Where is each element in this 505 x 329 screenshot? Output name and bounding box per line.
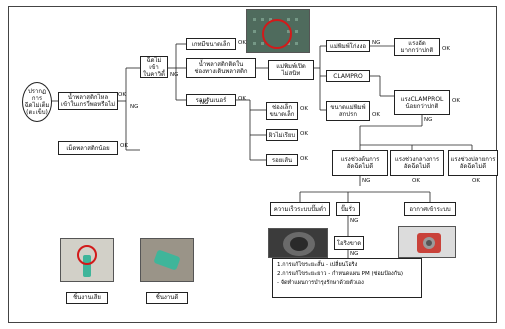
node-oil-seal: โอริงขาด <box>334 236 364 250</box>
edge-label-ng: NG <box>200 100 209 106</box>
good-part-photo <box>140 238 194 282</box>
node-hole-small: ช่องเล็ก ขนาดเล็ก <box>266 102 298 120</box>
edge-label-ok: OK <box>238 96 246 102</box>
mold-photo-image <box>247 10 309 52</box>
note-line: 2.การแก้ไขระยะยาว - กำหนดแผน PM (ซ่อมป้อ… <box>277 271 403 277</box>
good-part-image <box>141 239 193 281</box>
node-check-pump: ความเร็วระบบปั๊มต่ำ <box>270 202 330 216</box>
node-plastic-less: เม็ดพลาสติกน้อย <box>58 141 118 155</box>
pump-photo-image <box>269 229 327 257</box>
node-force-a: แรงช่วงต้นการ อัดฉีดไม่ดี <box>332 150 388 176</box>
bad-part-photo <box>60 238 114 282</box>
note-line: - จัดทำแผนการบำรุงรักษาด้วยตัวเอง <box>277 280 364 286</box>
edge-label-ok: OK <box>120 143 128 149</box>
edge-label-ok: OK <box>300 156 308 162</box>
node-air-vent: ผิวไม่เรียบ <box>266 129 298 141</box>
node-runner-clog: รอยรันเนอร์ <box>186 94 236 106</box>
edge-label-ok: OK <box>300 106 308 112</box>
node-clamp-low: แรงCLAMPROL น้อยกว่าปกติ <box>394 90 450 115</box>
node-clamp-tight: แรงอัด มากกว่าปกติ <box>394 38 440 56</box>
start-node: ปรากฏการ ฉีดไม่เต็ม (ตะเข็บ) <box>22 82 52 122</box>
node-plastic-enough: น้ำพลาสติกไหล เข้าในเกรวี่พอหรือไม่ <box>58 92 118 110</box>
edge-label-ok: OK <box>412 178 420 184</box>
node-mold-gap: ขนาดแม่พิมพ์ สกปรก <box>326 101 370 121</box>
mold-photo <box>246 9 310 53</box>
edge-label-ok: OK <box>300 131 308 137</box>
edge-label-ng: NG <box>350 251 359 257</box>
bad-part-image <box>61 239 113 281</box>
edge-label-ng: NG <box>362 178 371 184</box>
pump-photo <box>268 228 328 258</box>
edge-label-ok: OK <box>442 46 450 52</box>
seal-photo <box>398 226 456 258</box>
edge-label-ng: NG <box>350 218 359 224</box>
edge-label-ok: OK <box>452 98 460 104</box>
node-inject-not-in: ฉีดไม่เข้า ในคาวิตี้ <box>140 56 168 78</box>
node-oil-leak: อากาศเข้าระบบ <box>404 202 456 216</box>
node-mold-tight: แม่พิมพ์โก่งงอ <box>326 40 370 52</box>
node-block-runner: น้ำพลาสติกติดใน ช่องทางเดินพลาสติก <box>186 58 256 78</box>
seal-photo-image <box>399 227 455 257</box>
edge-label-ok: OK <box>372 112 380 118</box>
node-pump-leak: ปั๊มรั่ว <box>336 202 360 216</box>
edge-label-ok: OK <box>472 178 480 184</box>
edge-label-ng: NG <box>170 72 179 78</box>
edge-label-ng: NG <box>372 40 381 46</box>
node-force-b: แรงช่วงกลางการ อัดฉีดไม่ดี <box>390 150 444 176</box>
corrective-actions-note: 1.การแก้ไขระยะสั้น - เปลี่ยนโอริง 2.การแ… <box>272 258 422 298</box>
good-part-caption: ชิ้นงานดี <box>146 292 188 304</box>
edge-label-ng: NG <box>130 104 139 110</box>
edge-label-ok: OK <box>238 40 246 46</box>
node-clampro: CLAMPRO <box>326 70 370 82</box>
node-force-c: แรงช่วงปลายการ อัดฉีดไม่ดี <box>448 150 498 176</box>
node-cut-part: รอยเส้น <box>266 154 298 166</box>
node-gate-small: เกทมีขนาดเล็ก <box>186 38 236 50</box>
edge-label-ng: NG <box>424 117 433 123</box>
edge-label-ok: OK <box>118 92 126 98</box>
node-mold-open: แม่พิมพ์เปิด ไม่สนิท <box>268 60 314 80</box>
note-line: 1.การแก้ไขระยะสั้น - เปลี่ยนโอริง <box>277 262 358 268</box>
bad-part-caption: ชิ้นงานเสีย <box>66 292 108 304</box>
